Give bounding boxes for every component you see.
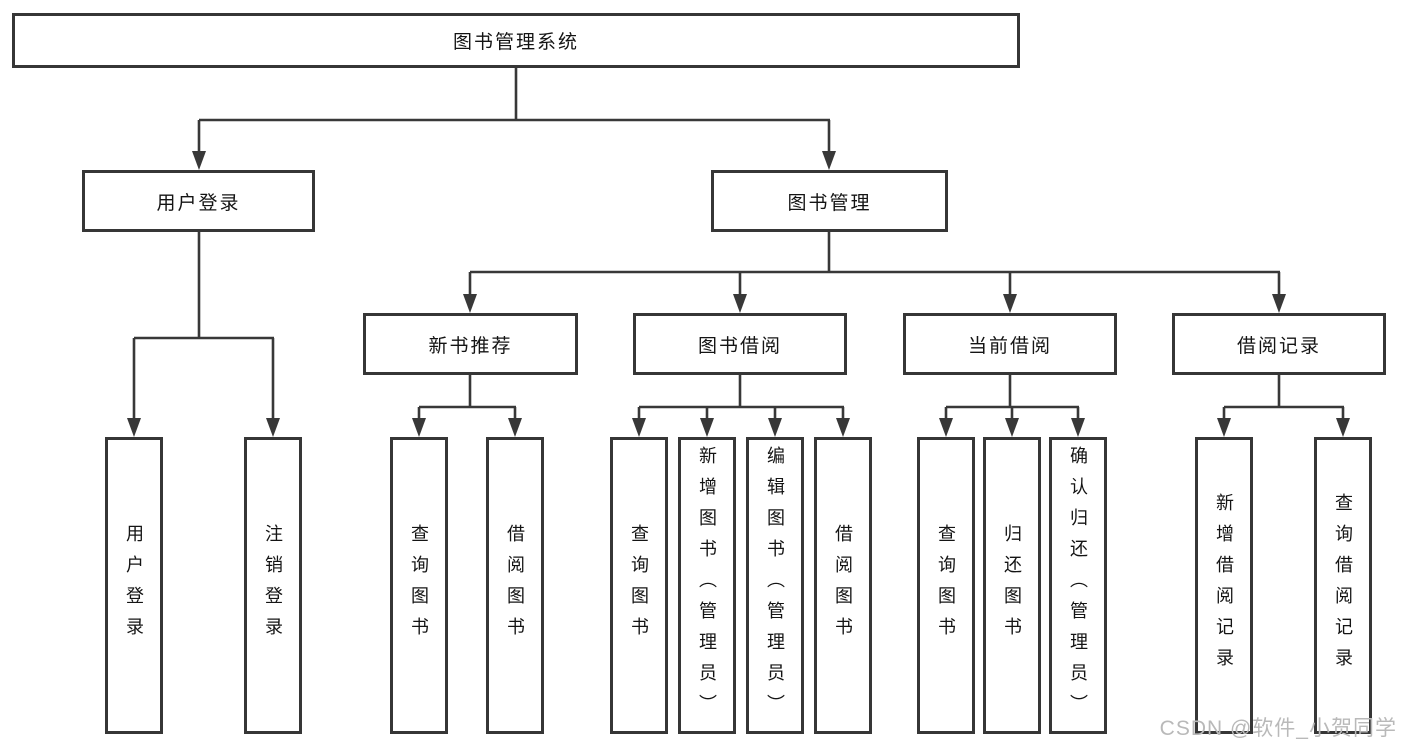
leaf-query-borrow-record: 查询借阅记录 — [1314, 437, 1372, 734]
leaf-borrow-book-1-label: 借阅图书 — [505, 523, 525, 648]
node-user-login-label: 用户登录 — [156, 192, 241, 214]
node-book-borrow-label: 图书借阅 — [697, 335, 782, 357]
leaf-edit-book-admin: 编辑图书（管理员） — [746, 437, 804, 734]
leaf-query-book-3-label: 查询图书 — [936, 523, 956, 648]
leaf-query-book-1: 查询图书 — [390, 437, 448, 734]
leaf-user-login-label: 用户登录 — [124, 523, 144, 648]
leaf-logout: 注销登录 — [244, 437, 302, 734]
node-book-management-label: 图书管理 — [787, 192, 872, 214]
node-book-management: 图书管理 — [711, 170, 948, 232]
node-borrow-record: 借阅记录 — [1172, 313, 1386, 375]
node-new-book-recommend-label: 新书推荐 — [428, 335, 513, 357]
leaf-add-book-admin-label: 新增图书（管理员） — [697, 446, 717, 725]
node-current-borrow-label: 当前借阅 — [967, 335, 1052, 357]
node-root-system: 图书管理系统 — [12, 13, 1020, 68]
leaf-user-login: 用户登录 — [105, 437, 163, 734]
leaf-query-book-2-label: 查询图书 — [629, 523, 649, 648]
leaf-query-book-1-label: 查询图书 — [409, 523, 429, 648]
leaf-query-borrow-record-label: 查询借阅记录 — [1333, 492, 1353, 679]
leaf-borrow-book-2-label: 借阅图书 — [833, 523, 853, 648]
node-current-borrow: 当前借阅 — [903, 313, 1117, 375]
leaf-confirm-return-admin: 确认归还（管理员） — [1049, 437, 1107, 734]
leaf-add-book-admin: 新增图书（管理员） — [678, 437, 736, 734]
leaf-query-book-2: 查询图书 — [610, 437, 668, 734]
node-new-book-recommend: 新书推荐 — [363, 313, 578, 375]
leaf-borrow-book-2: 借阅图书 — [814, 437, 872, 734]
leaf-return-book-label: 归还图书 — [1002, 523, 1022, 648]
leaf-edit-book-admin-label: 编辑图书（管理员） — [765, 446, 785, 725]
node-root-label: 图书管理系统 — [452, 32, 579, 53]
node-borrow-record-label: 借阅记录 — [1236, 335, 1321, 357]
watermark-text: CSDN @软件_小贺同学 — [1159, 717, 1397, 740]
leaf-add-borrow-record-label: 新增借阅记录 — [1214, 492, 1234, 679]
node-book-borrow: 图书借阅 — [633, 313, 847, 375]
leaf-borrow-book-1: 借阅图书 — [486, 437, 544, 734]
leaf-return-book: 归还图书 — [983, 437, 1041, 734]
leaf-confirm-return-admin-label: 确认归还（管理员） — [1068, 446, 1088, 725]
node-user-login: 用户登录 — [82, 170, 315, 232]
leaf-add-borrow-record: 新增借阅记录 — [1195, 437, 1253, 734]
leaf-query-book-3: 查询图书 — [917, 437, 975, 734]
leaf-logout-label: 注销登录 — [263, 523, 283, 648]
